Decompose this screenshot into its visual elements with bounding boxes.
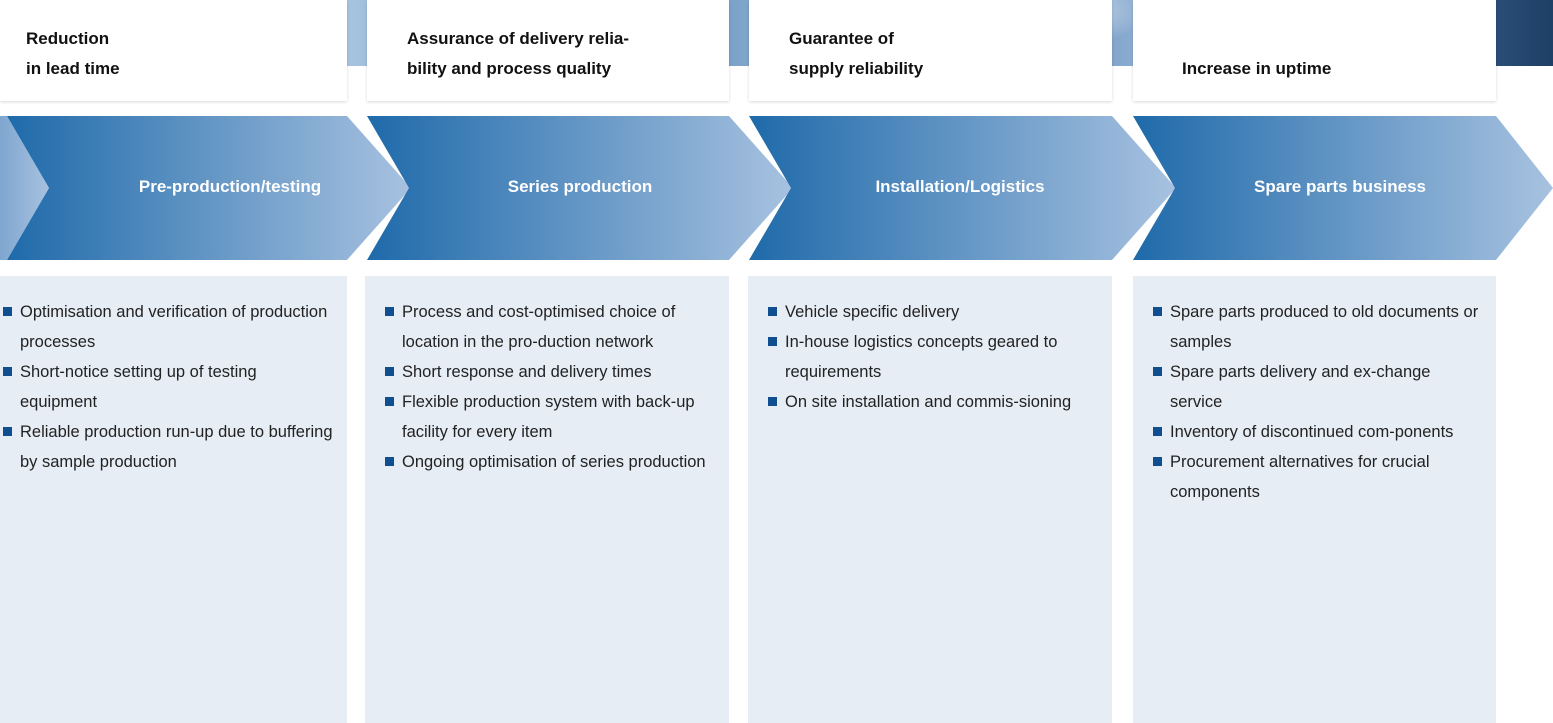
bullet-square-icon (1153, 457, 1162, 466)
bullet-square-icon (768, 337, 777, 346)
list-item-text: On site installation and commis-sioning (785, 393, 1072, 411)
list-item: Procurement alternatives for crucial com… (1153, 447, 1484, 507)
bullet-square-icon (3, 427, 12, 436)
header-card-text: Assurance of delivery relia- bility and … (407, 29, 630, 78)
list-item: Short-notice setting up of testing equip… (3, 357, 335, 417)
list-item: Optimisation and verification of product… (3, 297, 335, 357)
list-item: On site installation and commis-sioning (768, 387, 1100, 417)
step-label-pre-production: Pre-production/testing (138, 177, 322, 196)
step-label-series-production: Series production (507, 177, 653, 196)
header-card-uptime: Increase in uptime (1133, 0, 1496, 101)
list-item: Reliable production run-up due to buffer… (3, 417, 335, 477)
chevron-installation-logistics (749, 116, 1176, 260)
list-item: Spare parts delivery and ex-change servi… (1153, 357, 1484, 417)
list-item-text: Spare parts delivery and ex-change servi… (1170, 363, 1431, 411)
list-item-text: Procurement alternatives for crucial com… (1170, 453, 1430, 501)
panel-list: Process and cost-optimised choice of loc… (385, 297, 717, 477)
chevron-series-production (367, 116, 793, 260)
step-label-spare-parts: Spare parts business (1254, 177, 1426, 196)
panel-series-production: Process and cost-optimised choice of loc… (365, 276, 729, 723)
chevron-pre-production (7, 116, 411, 260)
bullet-square-icon (385, 457, 394, 466)
panel-installation-logistics: Vehicle specific delivery In-house logis… (748, 276, 1112, 723)
list-item: Ongoing optimisation of series productio… (385, 447, 717, 477)
bullet-square-icon (768, 307, 777, 316)
chevron-partial (0, 116, 49, 260)
list-item: Inventory of discontinued com-ponents (1153, 417, 1484, 447)
list-item-text: Reliable production run-up due to buffer… (20, 423, 333, 471)
list-item-text: Spare parts produced to old documents or… (1170, 303, 1479, 351)
list-item-text: Inventory of discontinued com-ponents (1170, 423, 1454, 441)
bullet-square-icon (385, 397, 394, 406)
list-item: Vehicle specific delivery (768, 297, 1100, 327)
step-label-installation-logistics: Installation/Logistics (875, 177, 1045, 196)
list-item: Flexible production system with back-up … (385, 387, 717, 447)
panel-pre-production: Optimisation and verification of product… (0, 276, 347, 723)
list-item-text: In-house logistics concepts geared to re… (785, 333, 1058, 381)
bullet-square-icon (1153, 367, 1162, 376)
header-card-delivery-reliability: Assurance of delivery relia- bility and … (367, 0, 729, 101)
list-item-text: Ongoing optimisation of series productio… (402, 453, 706, 471)
panel-list: Optimisation and verification of product… (3, 297, 335, 477)
panel-spare-parts: Spare parts produced to old documents or… (1133, 276, 1496, 723)
list-item-text: Short-notice setting up of testing equip… (20, 363, 257, 411)
process-chevrons (0, 116, 1553, 260)
header-card-text: Increase in uptime (1182, 59, 1332, 78)
list-item-text: Flexible production system with back-up … (402, 393, 695, 441)
bullet-square-icon (385, 307, 394, 316)
panel-list: Spare parts produced to old documents or… (1153, 297, 1484, 507)
list-item: Process and cost-optimised choice of loc… (385, 297, 717, 357)
bullet-square-icon (1153, 307, 1162, 316)
list-item-text: Optimisation and verification of product… (20, 303, 328, 351)
panel-list: Vehicle specific delivery In-house logis… (768, 297, 1100, 417)
header-card-supply-reliability: Guarantee of supply reliability (749, 0, 1112, 101)
list-item-text: Process and cost-optimised choice of loc… (402, 303, 676, 351)
header-card-text: Reduction in lead time (26, 29, 120, 78)
bullet-square-icon (768, 397, 777, 406)
chevron-spare-parts (1133, 116, 1553, 260)
list-item: Short response and delivery times (385, 357, 717, 387)
bullet-square-icon (3, 307, 12, 316)
bullet-square-icon (385, 367, 394, 376)
bullet-square-icon (1153, 427, 1162, 436)
list-item-text: Short response and delivery times (402, 363, 652, 381)
bullet-square-icon (3, 367, 12, 376)
header-card-lead-time: Reduction in lead time (0, 0, 347, 101)
list-item-text: Vehicle specific delivery (785, 303, 960, 321)
header-card-text: Guarantee of supply reliability (789, 29, 924, 78)
list-item: In-house logistics concepts geared to re… (768, 327, 1100, 387)
list-item: Spare parts produced to old documents or… (1153, 297, 1484, 357)
